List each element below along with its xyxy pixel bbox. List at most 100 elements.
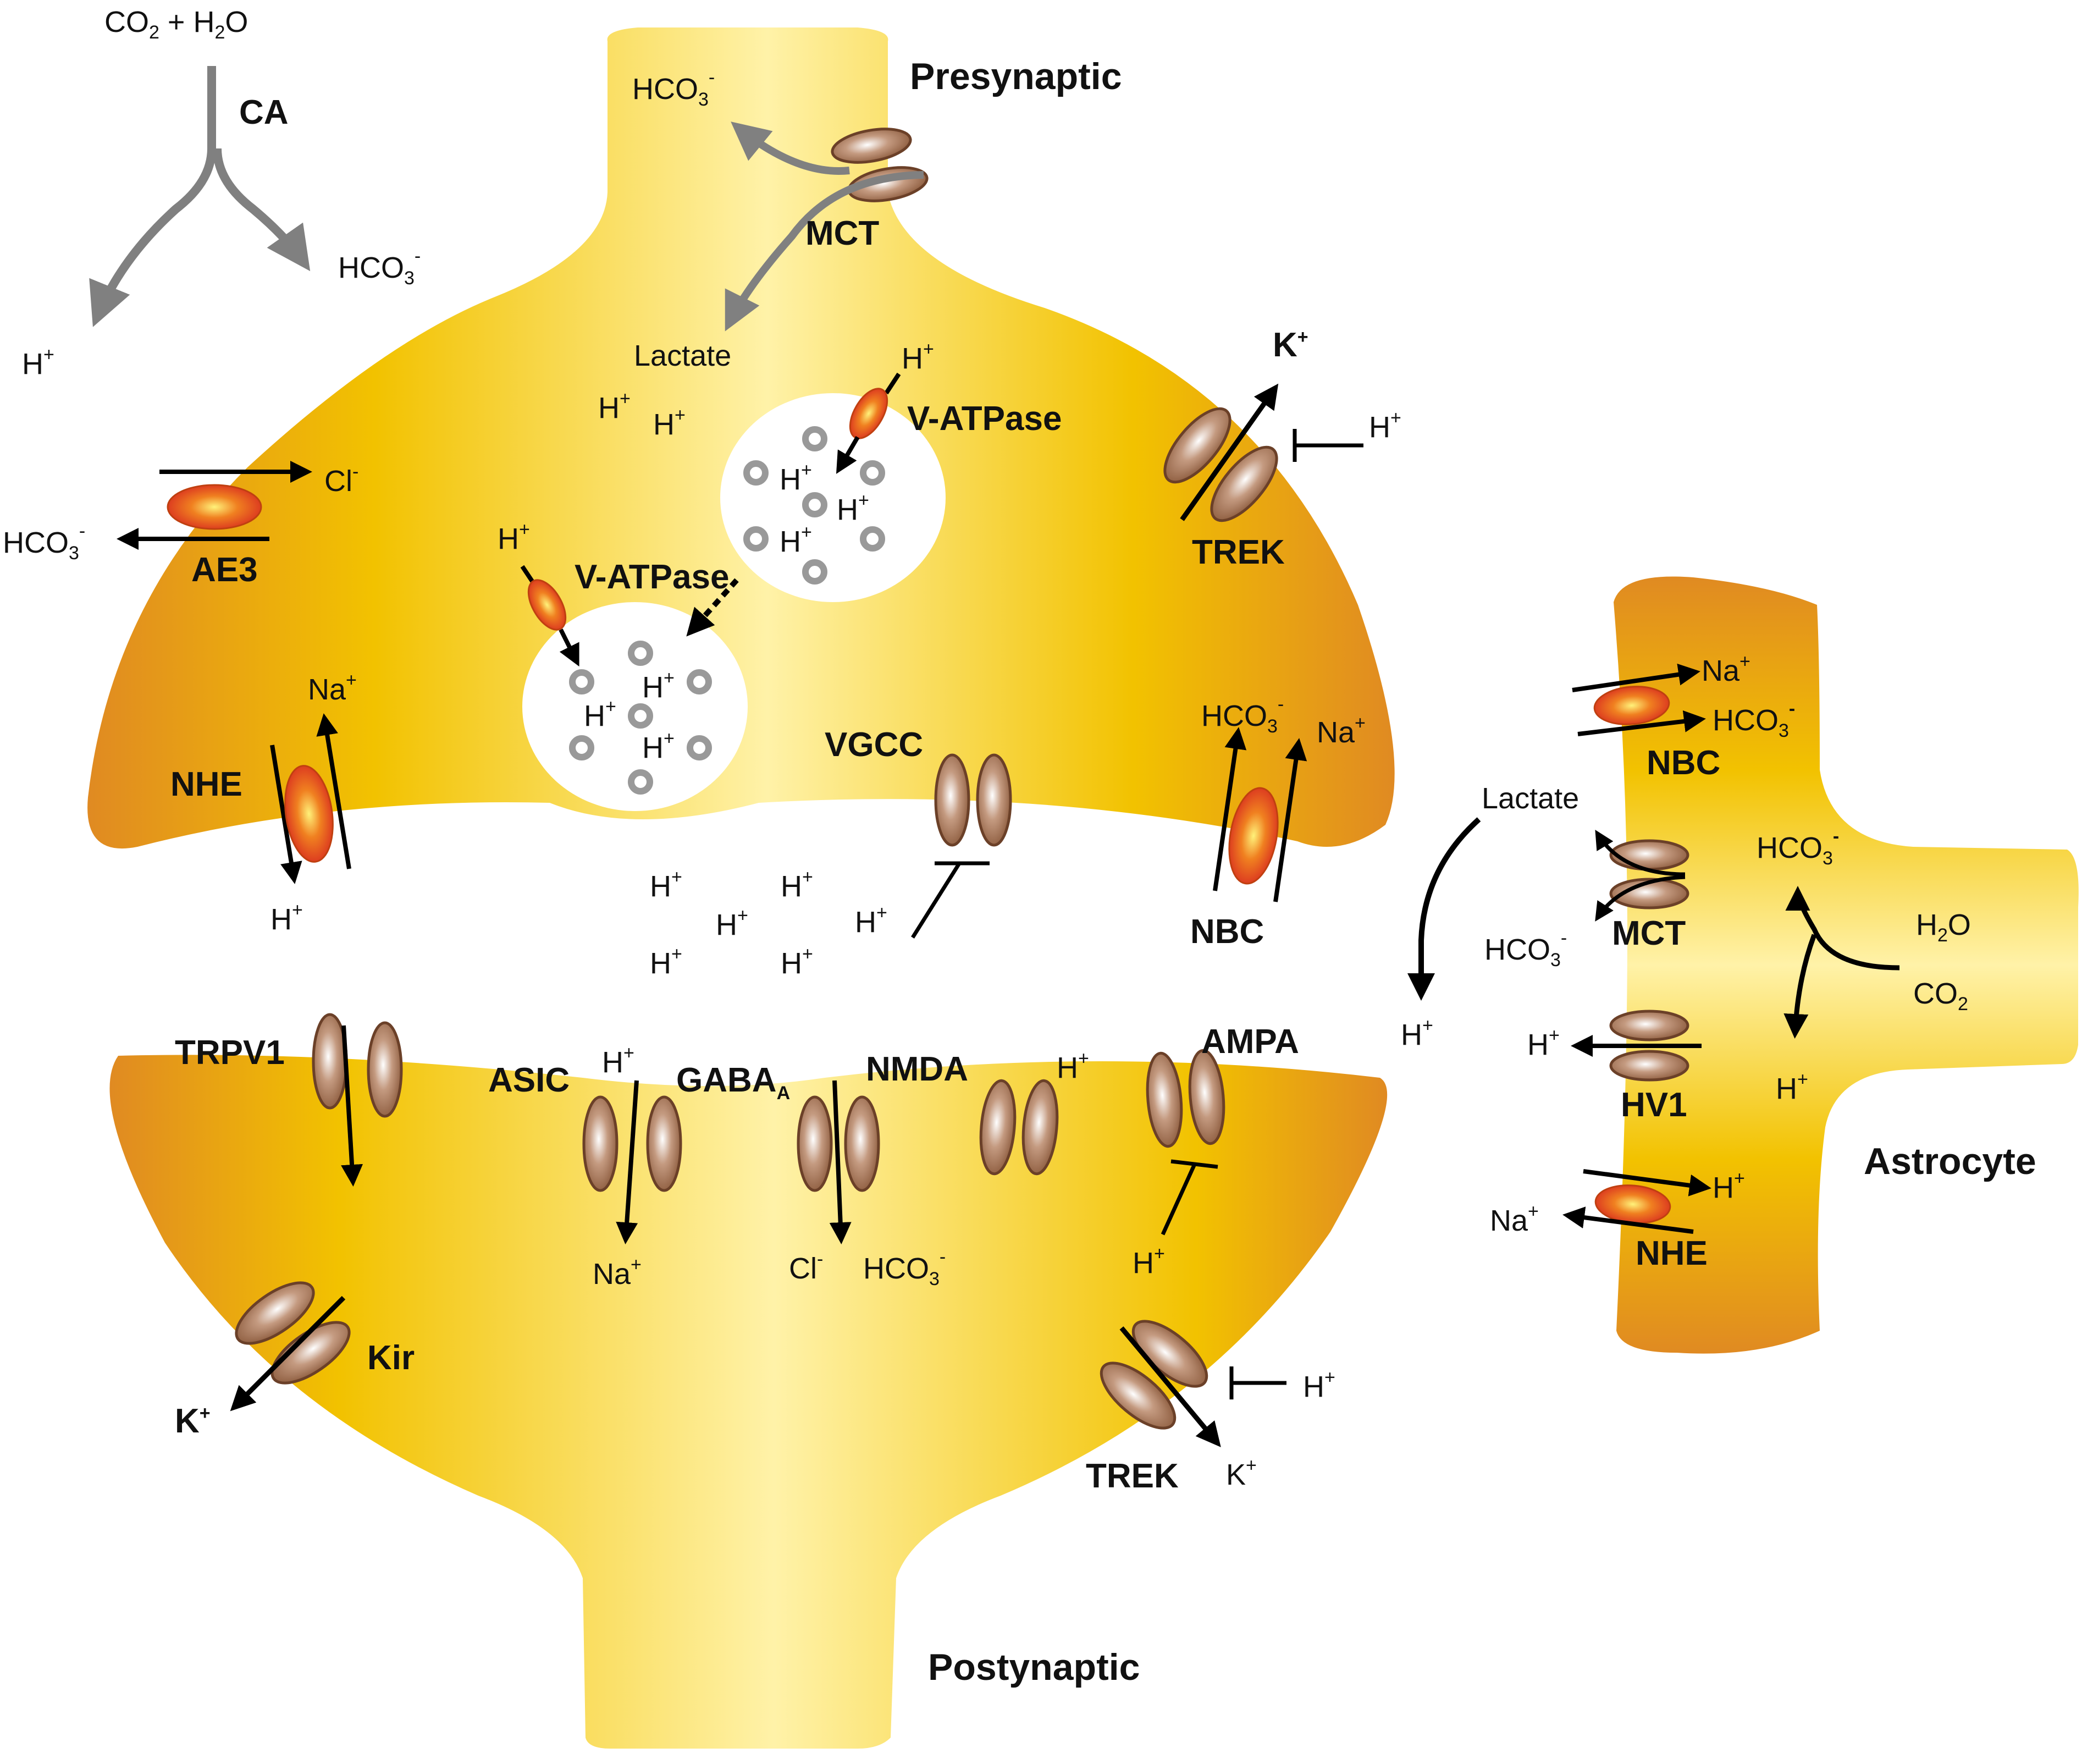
pre-trek-k: K+ xyxy=(1273,326,1308,364)
pre-lactate-label: Lactate xyxy=(634,339,731,372)
reaction-h-label: H+ xyxy=(22,344,54,381)
astro-nbc-na: Na+ xyxy=(1702,651,1750,687)
vesicle-upper xyxy=(720,393,946,602)
ampa-receptor xyxy=(1146,1049,1225,1236)
kir-label: Kir xyxy=(367,1339,415,1377)
cleft-h-1: H+ xyxy=(650,867,682,903)
astrocyte-process xyxy=(1614,576,2079,1354)
pre-mct-label: MCT xyxy=(805,214,879,252)
v-atpase-lower xyxy=(520,565,579,667)
pre-trek-channel xyxy=(1163,383,1363,522)
cleft-h-3: H+ xyxy=(716,905,748,941)
astro-lactate-label: Lactate xyxy=(1482,782,1579,815)
ae3-hco3-label: HCO3- xyxy=(3,521,85,564)
astro-nhe-h: H+ xyxy=(1713,1168,1745,1204)
pre-trek-h: H+ xyxy=(1369,407,1401,444)
vesicle-lower-h-3: H+ xyxy=(642,728,675,764)
astro-h2o: H2O xyxy=(1916,908,1971,946)
post-trek-label: TREK xyxy=(1086,1457,1179,1495)
hv1-h: H+ xyxy=(1527,1025,1560,1061)
vesicle-dots xyxy=(569,426,885,795)
gaba-a-label: GABAA xyxy=(676,1061,790,1104)
vesicle-upper-h-1: H+ xyxy=(780,460,812,496)
astro-mct-label: MCT xyxy=(1612,914,1686,952)
reaction-co2-label: CO2 + H2O xyxy=(104,5,248,43)
ca-label: CA xyxy=(239,93,289,131)
lactate-flow-arrow xyxy=(1407,817,1481,1001)
trpv1-channel xyxy=(312,1013,403,1187)
astro-ca-h: H+ xyxy=(1776,1069,1808,1105)
cleft-h-5: H+ xyxy=(650,944,682,980)
vesicle-upper-h-3: H+ xyxy=(780,522,812,558)
asic-channel xyxy=(582,1080,682,1244)
astro-mct-transporter xyxy=(1595,829,1689,922)
pre-nhe-na: Na+ xyxy=(308,670,357,706)
pre-mct-hco3-label: HCO3- xyxy=(632,67,715,110)
vesicle-transfer-arrow xyxy=(686,578,739,637)
gaba-a-receptor xyxy=(797,1080,880,1244)
gaba-hco3: HCO3- xyxy=(863,1247,946,1289)
v-atpase-lower-label: V-ATPase xyxy=(575,558,729,596)
presynaptic-mct-transporter xyxy=(725,122,929,332)
cleft-protons: H+ H+ H+ H+ H+ H+ xyxy=(650,867,887,980)
post-trek-k: K+ xyxy=(1226,1455,1257,1491)
v-atpase-lower-h: H+ xyxy=(498,519,530,555)
pre-cyto-h-2: H+ xyxy=(653,405,686,441)
pre-nhe-h: H+ xyxy=(270,900,303,936)
asic-na: Na+ xyxy=(593,1254,642,1291)
pre-cyto-h-1: H+ xyxy=(598,388,631,425)
cleft-h-6: H+ xyxy=(781,944,813,980)
ae3-label: AE3 xyxy=(191,551,258,589)
astro-ca-arrow-h xyxy=(1783,934,1817,1039)
nmda-receptor xyxy=(979,1079,1059,1176)
vesicle-upper-h-2: H+ xyxy=(837,490,869,526)
pre-trek-label: TREK xyxy=(1192,533,1285,571)
postsynaptic-terminal xyxy=(109,1055,1388,1749)
postsynaptic-title: Postynaptic xyxy=(928,1646,1140,1688)
gaba-cl: Cl- xyxy=(789,1249,823,1285)
astro-nhe-label: NHE xyxy=(1636,1234,1708,1272)
astro-co2: CO2 xyxy=(1913,977,1968,1015)
carbonic-anhydrase-reaction xyxy=(89,66,311,327)
astro-nhe-exchanger xyxy=(1562,1169,1711,1234)
astro-nbc-hco3: HCO3- xyxy=(1713,698,1795,741)
reaction-hco3-label: HCO3- xyxy=(338,246,421,289)
post-trek-h: H+ xyxy=(1303,1367,1335,1403)
vgcc-label: VGCC xyxy=(825,726,923,764)
vesicle-lower-h-1: H+ xyxy=(642,668,675,704)
astro-ca-hco3: HCO3- xyxy=(1757,826,1839,869)
ampa-label: AMPA xyxy=(1201,1023,1299,1061)
astrocyte-title: Astrocyte xyxy=(1864,1140,2036,1182)
pre-nbc-transporter xyxy=(1213,727,1307,902)
ampa-h: H+ xyxy=(1133,1243,1165,1280)
kir-k: K+ xyxy=(175,1402,211,1440)
asic-h: H+ xyxy=(602,1043,634,1079)
pre-nhe-exchanger xyxy=(270,713,351,884)
cleft-h-4: H+ xyxy=(855,902,887,939)
pre-nbc-hco3: HCO3- xyxy=(1201,694,1284,737)
trpv1-label: TRPV1 xyxy=(175,1034,285,1072)
presynaptic-title: Presynaptic xyxy=(910,56,1122,97)
nmda-h: H+ xyxy=(1057,1048,1089,1084)
v-atpase-upper-h: H+ xyxy=(902,339,934,375)
pre-nbc-na: Na+ xyxy=(1317,713,1366,749)
vgcc-channel xyxy=(911,753,1012,939)
astro-mct-hco3: HCO3- xyxy=(1484,928,1567,971)
post-trek-channel xyxy=(1100,1320,1286,1447)
ae3-cl-label: Cl- xyxy=(324,461,358,498)
hv1-channel xyxy=(1571,1010,1702,1082)
astro-ca-arrows xyxy=(1785,886,1900,971)
v-atpase-upper-label: V-ATPase xyxy=(907,400,1062,438)
pre-nhe-label: NHE xyxy=(170,765,242,803)
hv1-label: HV1 xyxy=(1621,1086,1687,1124)
vesicle-lower-h-2: H+ xyxy=(584,696,616,732)
astro-nbc-transporter xyxy=(1572,663,1706,736)
cleft-h-2: H+ xyxy=(781,867,813,903)
asic-label: ASIC xyxy=(488,1061,570,1099)
astro-nhe-na: Na+ xyxy=(1490,1201,1539,1237)
astro-lactate-h: H+ xyxy=(1401,1015,1433,1051)
nmda-label: NMDA xyxy=(866,1050,968,1088)
astro-nbc-label: NBC xyxy=(1647,744,1720,782)
